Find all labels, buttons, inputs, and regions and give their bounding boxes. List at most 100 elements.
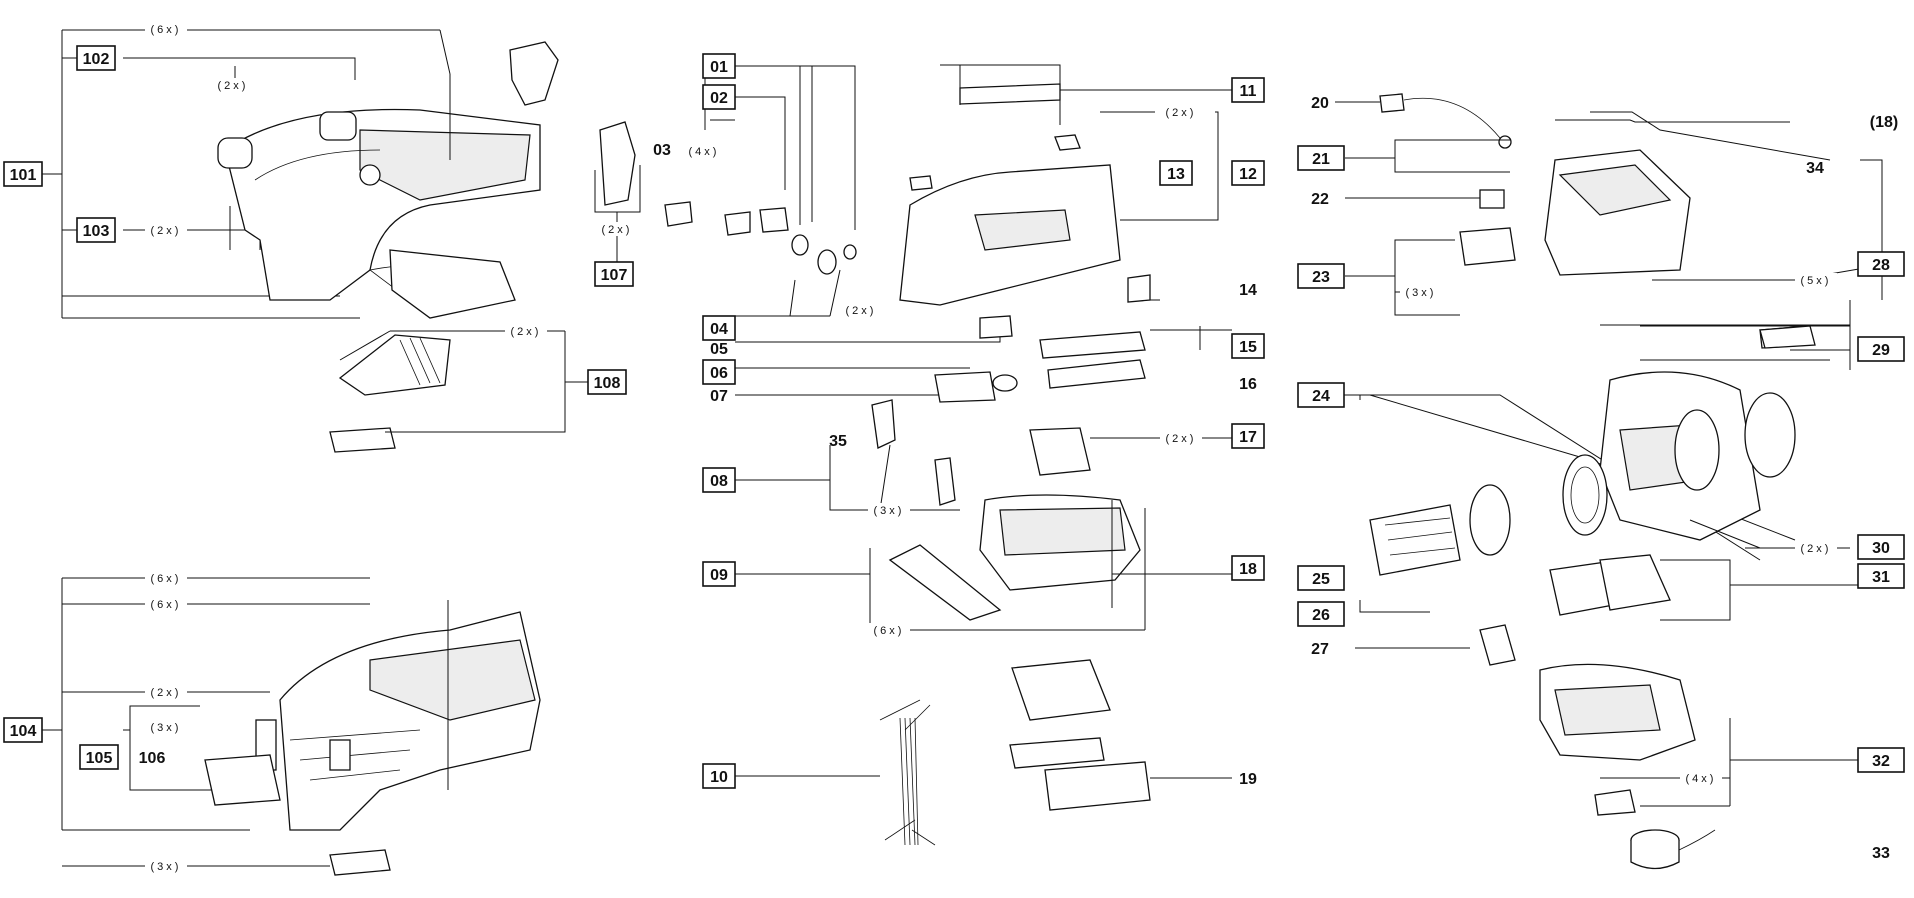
label-09-text: 09 <box>710 567 728 584</box>
label-105: 105 <box>79 744 119 770</box>
qty-08-3x: (3x) <box>874 505 905 517</box>
label-25: 25 <box>1297 565 1345 591</box>
label-31: 31 <box>1857 563 1905 589</box>
label-30: 30 <box>1857 534 1905 560</box>
qty-32-4x: (4x) <box>1686 773 1717 785</box>
label-21: 21 <box>1297 145 1345 171</box>
label-23: 23 <box>1297 263 1345 289</box>
label-21-text: 21 <box>1312 151 1330 168</box>
qty-104-3x: (3x) <box>151 861 182 873</box>
assembly-29-31-seals <box>1549 325 1860 621</box>
qty-28-5x: (5x) <box>1801 275 1832 287</box>
assembly-104-lower-housing <box>42 577 541 876</box>
label-22: 22 <box>1311 191 1329 208</box>
label-23-text: 23 <box>1312 269 1330 286</box>
label-102: 102 <box>76 45 116 71</box>
label-06: 06 <box>702 359 736 385</box>
qty-104-6x-b: (6x) <box>151 599 182 611</box>
label-01-text: 01 <box>710 59 728 76</box>
label-32: 32 <box>1857 747 1905 773</box>
label-17-text: 17 <box>1239 429 1257 446</box>
label-34: 34 <box>1806 160 1824 177</box>
label-11: 11 <box>1231 77 1265 103</box>
label-20: 20 <box>1311 95 1329 112</box>
qty-09-6x: (6x) <box>874 625 905 637</box>
label-104: 104 <box>3 717 43 743</box>
label-19: 19 <box>1239 771 1257 788</box>
assembly-20-23-electrics <box>1335 93 1516 316</box>
label-24-text: 24 <box>1312 388 1330 405</box>
label-02: 02 <box>702 84 736 110</box>
label-10: 10 <box>702 763 736 789</box>
label-35: 35 <box>829 433 847 450</box>
qty-105-3x: (3x) <box>151 722 182 734</box>
label-102-text: 102 <box>83 51 110 68</box>
label-14: 14 <box>1239 282 1257 299</box>
label-103-text: 103 <box>83 223 110 240</box>
label-18-reference: (18) <box>1870 114 1898 131</box>
qty-107-2x: (2x) <box>602 224 633 236</box>
label-11-text: 11 <box>1240 83 1257 100</box>
label-08-text: 08 <box>710 473 728 490</box>
label-16: 16 <box>1239 376 1257 393</box>
label-08: 08 <box>702 467 736 493</box>
label-103: 103 <box>76 217 116 243</box>
label-27: 27 <box>1311 641 1329 658</box>
assembly-24-26-motor <box>1335 371 1796 613</box>
label-105-text: 105 <box>86 750 113 767</box>
qty-108-2x: (2x) <box>511 326 542 338</box>
label-13-text: 13 <box>1167 166 1185 183</box>
assembly-27-32-33-bottom <box>1355 624 1860 870</box>
label-01: 01 <box>702 53 736 79</box>
qty-101-6x: (6x) <box>151 24 182 36</box>
qty-12-2x: (2x) <box>1166 107 1197 119</box>
label-18-text: 18 <box>1239 561 1257 578</box>
label-33: 33 <box>1872 845 1890 862</box>
label-29: 29 <box>1857 336 1905 362</box>
qty-102-2x: (2x) <box>218 80 249 92</box>
label-24: 24 <box>1297 382 1345 408</box>
assembly-middle-housing <box>664 64 1232 403</box>
label-17: 17 <box>1231 423 1265 449</box>
label-13: 13 <box>1159 160 1193 186</box>
label-108-text: 108 <box>594 375 621 392</box>
label-104-text: 104 <box>10 723 37 740</box>
label-04-text: 04 <box>710 321 728 338</box>
label-107: 107 <box>594 261 634 287</box>
label-106: 106 <box>139 750 166 767</box>
qty-103-2x: (2x) <box>151 225 182 237</box>
qty-104-6x-a: (6x) <box>151 573 182 585</box>
assembly-101-upper-housing <box>42 29 559 319</box>
quantity-tags: (6x) (2x) (2x) (2x) (2x) (6x) (6x) (2x) … <box>145 22 1837 873</box>
label-02-text: 02 <box>710 90 728 107</box>
label-26: 26 <box>1297 601 1345 627</box>
label-101: 101 <box>3 161 43 187</box>
label-10-text: 10 <box>710 769 728 786</box>
label-29-text: 29 <box>1872 342 1890 359</box>
label-107-text: 107 <box>601 267 628 284</box>
qty-02-4x: (4x) <box>689 146 720 158</box>
qty-04-2x: (2x) <box>846 305 877 317</box>
label-12: 12 <box>1231 160 1265 186</box>
assembly-107-clip <box>594 121 641 262</box>
assembly-09-18-container <box>735 427 1232 631</box>
label-28-text: 28 <box>1872 257 1890 274</box>
assembly-19-filter-bags <box>1009 659 1232 811</box>
label-15: 15 <box>1231 333 1265 359</box>
label-26-text: 26 <box>1312 607 1330 624</box>
assembly-108-filter <box>329 330 588 453</box>
qty-104-2x: (2x) <box>151 687 182 699</box>
label-18: 18 <box>1231 555 1265 581</box>
label-04: 04 <box>702 315 736 341</box>
assembly-10-cable-harness <box>735 699 936 846</box>
label-30-text: 30 <box>1872 540 1890 557</box>
label-05: 05 <box>710 341 728 358</box>
label-07: 07 <box>710 388 728 405</box>
label-12-text: 12 <box>1239 166 1257 183</box>
label-03: 03 <box>653 142 671 159</box>
qty-30-2x: (2x) <box>1801 543 1832 555</box>
qty-23-3x: (3x) <box>1406 287 1437 299</box>
label-108: 108 <box>587 369 627 395</box>
label-06-text: 06 <box>710 365 728 382</box>
